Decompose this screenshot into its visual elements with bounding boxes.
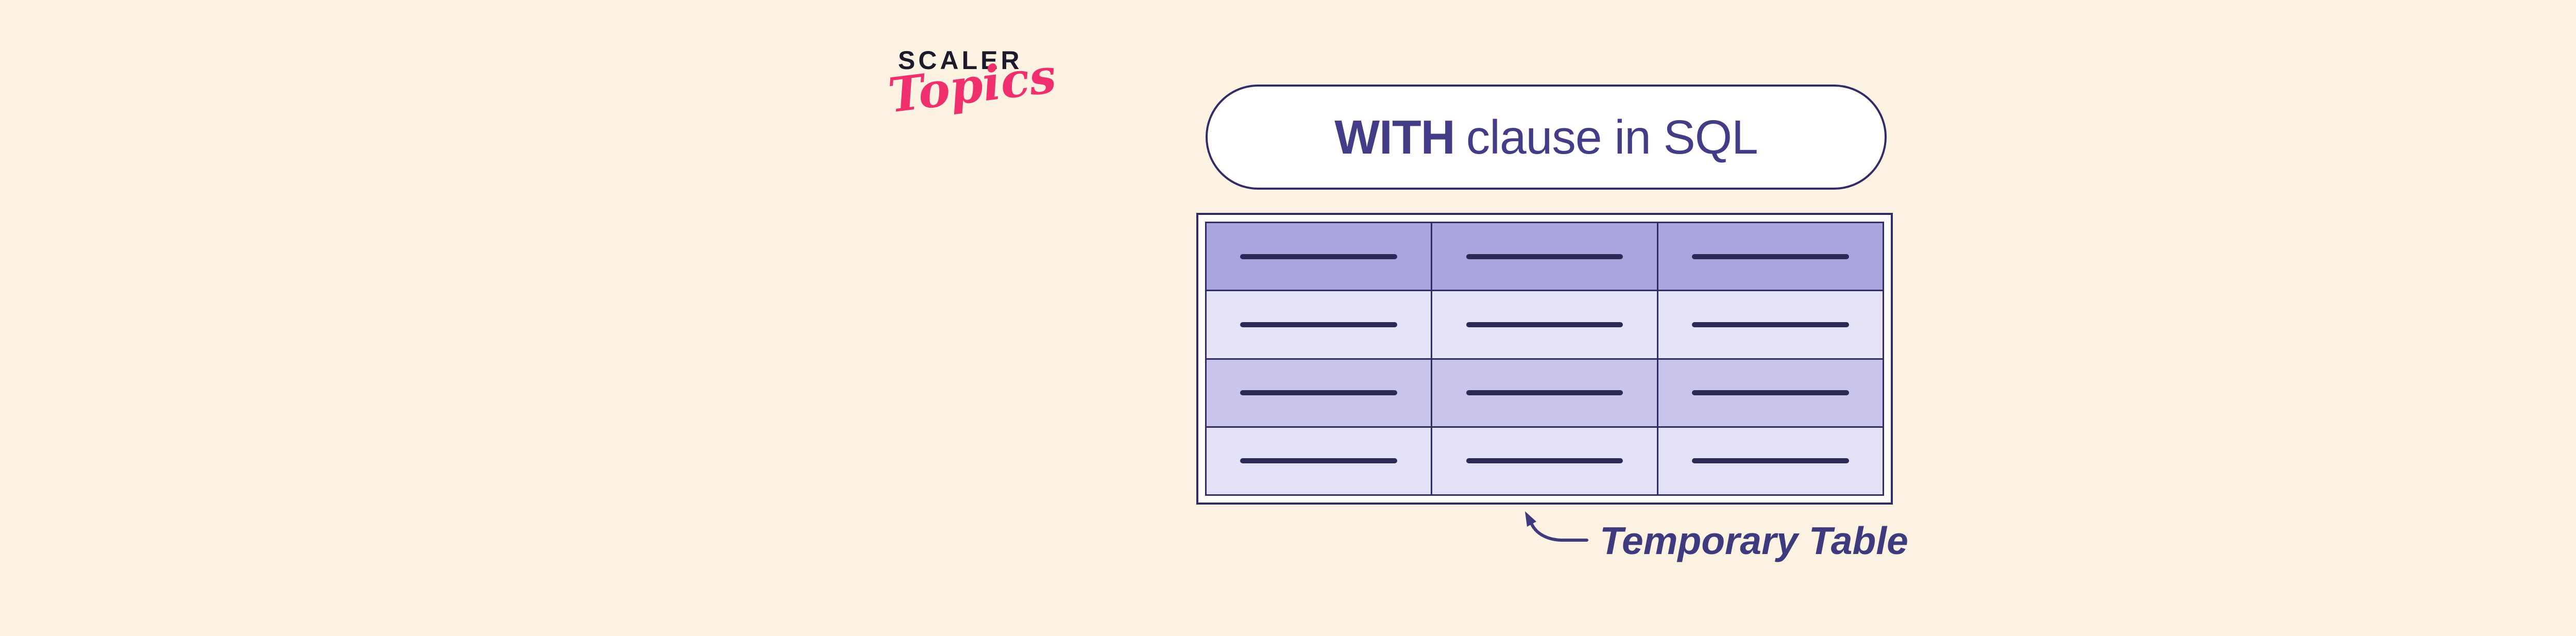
table-cell <box>1432 359 1657 426</box>
table-cell <box>1207 427 1431 494</box>
cell-placeholder-line <box>1691 254 1849 259</box>
cell-placeholder-line <box>1466 458 1623 464</box>
cell-placeholder-line <box>1691 390 1849 396</box>
cell-placeholder-line <box>1466 322 1623 327</box>
table-cell <box>1432 427 1657 494</box>
logo-brand-text: SCALER <box>898 46 1023 75</box>
table-cell <box>1207 291 1431 358</box>
cell-placeholder-line <box>1691 458 1849 464</box>
curved-arrow-icon <box>1525 511 1588 542</box>
table-cell <box>1207 359 1431 426</box>
cell-placeholder-line <box>1466 390 1623 396</box>
table-grid <box>1205 222 1884 496</box>
cell-placeholder-line <box>1240 390 1398 396</box>
table-cell <box>1658 223 1883 290</box>
title-keyword: WITH <box>1334 110 1455 164</box>
table-cell <box>1432 291 1657 358</box>
table-cell <box>1432 223 1657 290</box>
cell-placeholder-line <box>1240 458 1398 464</box>
title-rest: clause in SQL <box>1466 110 1758 164</box>
caption-temporary-table: Temporary Table <box>1600 519 1908 562</box>
cell-placeholder-line <box>1466 254 1623 259</box>
cell-placeholder-line <box>1240 254 1398 259</box>
cell-placeholder-line <box>1691 322 1849 327</box>
cell-placeholder-line <box>1240 322 1398 327</box>
table-cell <box>1207 223 1431 290</box>
scaler-topics-logo: SCALER Topics <box>885 46 1059 124</box>
temporary-table-illustration <box>1196 213 1893 505</box>
table-cell <box>1658 427 1883 494</box>
table-cell <box>1658 291 1883 358</box>
table-cell <box>1658 359 1883 426</box>
